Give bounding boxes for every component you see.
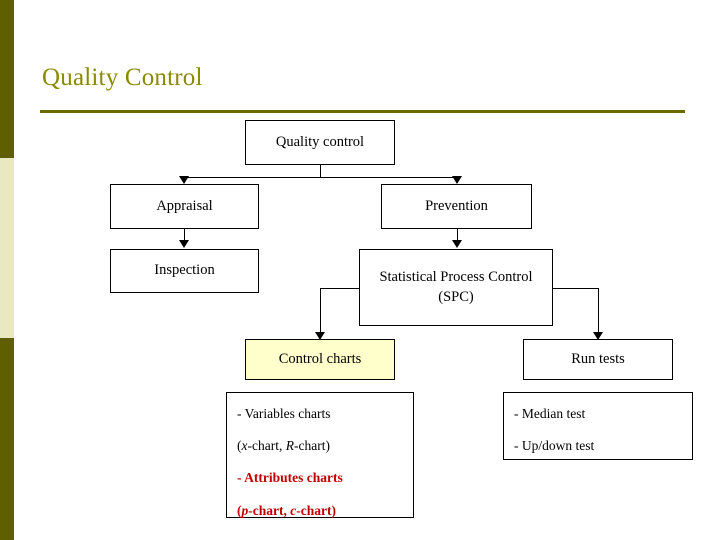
title-divider xyxy=(40,110,685,113)
connector-root-stem xyxy=(320,165,321,177)
detail-line-updown-test: - Up/down test xyxy=(514,438,595,454)
detail-line-attributes-formula: (p-chart, c-chart) xyxy=(237,502,336,518)
node-quality-control: Quality control xyxy=(245,120,395,165)
arrow-appraisal-to-inspection xyxy=(179,240,189,248)
arrow-root-to-appraisal xyxy=(179,176,189,184)
arrow-spc-to-run-tests xyxy=(593,332,603,340)
detail-line-variables-charts: - Variables charts xyxy=(237,406,331,421)
connector-prevention-to-spc xyxy=(457,229,458,241)
node-prevention-label: Prevention xyxy=(425,197,488,214)
connector-spc-left-vertical xyxy=(320,288,321,336)
detail-line-variables-formula: (x-chart, R-chart) xyxy=(237,438,330,454)
arrow-prevention-to-spc xyxy=(452,240,462,248)
node-appraisal: Appraisal xyxy=(110,184,259,229)
node-quality-control-label: Quality control xyxy=(275,133,365,150)
node-run-tests: Run tests xyxy=(523,339,673,380)
node-inspection-label: Inspection xyxy=(154,262,215,279)
node-spc-label: Statistical Process Control (SPC) xyxy=(379,268,533,305)
node-control-charts-label: Control charts xyxy=(278,350,362,367)
connector-spc-right-vertical xyxy=(598,288,599,336)
node-spc: Statistical Process Control (SPC) xyxy=(359,249,553,326)
arrow-spc-to-control-charts xyxy=(315,332,325,340)
connector-spc-right-horizontal xyxy=(553,288,598,289)
node-run-tests-label: Run tests xyxy=(571,350,625,367)
connector-root-split xyxy=(184,177,457,178)
detail-line-attributes-charts: - Attributes charts xyxy=(237,470,343,486)
connector-spc-left-horizontal xyxy=(320,288,359,289)
node-appraisal-label: Appraisal xyxy=(156,197,213,214)
node-run-tests-detail: - Median test - Up/down test xyxy=(503,392,693,460)
arrow-root-to-prevention xyxy=(452,176,462,184)
node-control-charts-detail: - Variables charts (x-chart, R-chart) - … xyxy=(226,392,414,518)
sidebar-accent-bottom xyxy=(0,338,14,540)
detail-line-median-test: - Median test xyxy=(514,406,586,421)
node-control-charts: Control charts xyxy=(245,339,395,380)
node-prevention: Prevention xyxy=(381,184,532,229)
sidebar-accent-top xyxy=(0,0,14,158)
page-title: Quality Control xyxy=(42,64,203,91)
sidebar-accent-middle xyxy=(0,158,14,338)
connector-appraisal-to-inspection xyxy=(184,229,185,241)
node-inspection: Inspection xyxy=(110,249,259,293)
